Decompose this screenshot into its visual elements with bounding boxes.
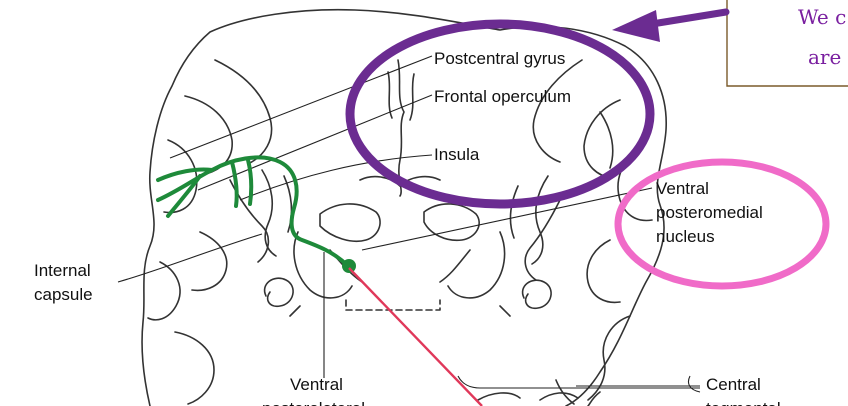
- callout-text-line2: are: [808, 45, 841, 69]
- label-insula: Insula: [434, 145, 480, 164]
- label-ctt-line1: Central: [706, 375, 761, 394]
- brain-outline: [141, 8, 667, 406]
- purple-highlight-ellipse: [345, 19, 655, 209]
- label-vpm-line1: Ventral: [656, 179, 709, 198]
- label-ctt-line2: tegmental: [706, 399, 781, 406]
- label-vpl-line1: Ventral: [290, 375, 343, 394]
- label-postcentral-gyrus: Postcentral gyrus: [434, 49, 565, 68]
- label-vpm-line2: posteromedial: [656, 203, 763, 222]
- label-internal-capsule-line1: Internal: [34, 261, 91, 280]
- label-leader-lines: [117, 55, 701, 393]
- label-vpm-line3: nucleus: [656, 227, 715, 246]
- taste-pathway: [156, 155, 350, 268]
- label-internal-capsule-line2: capsule: [34, 285, 93, 304]
- label-frontal-operculum: Frontal operculum: [434, 87, 571, 106]
- callout-text-line1: We c: [798, 5, 846, 29]
- label-vpl-line2: posterolateral: [262, 399, 365, 406]
- ascending-tract-line: [348, 267, 483, 406]
- purple-arrow: [612, 8, 730, 42]
- vpm-nucleus-dot: [342, 259, 356, 273]
- pink-highlight-ellipse: [614, 158, 830, 290]
